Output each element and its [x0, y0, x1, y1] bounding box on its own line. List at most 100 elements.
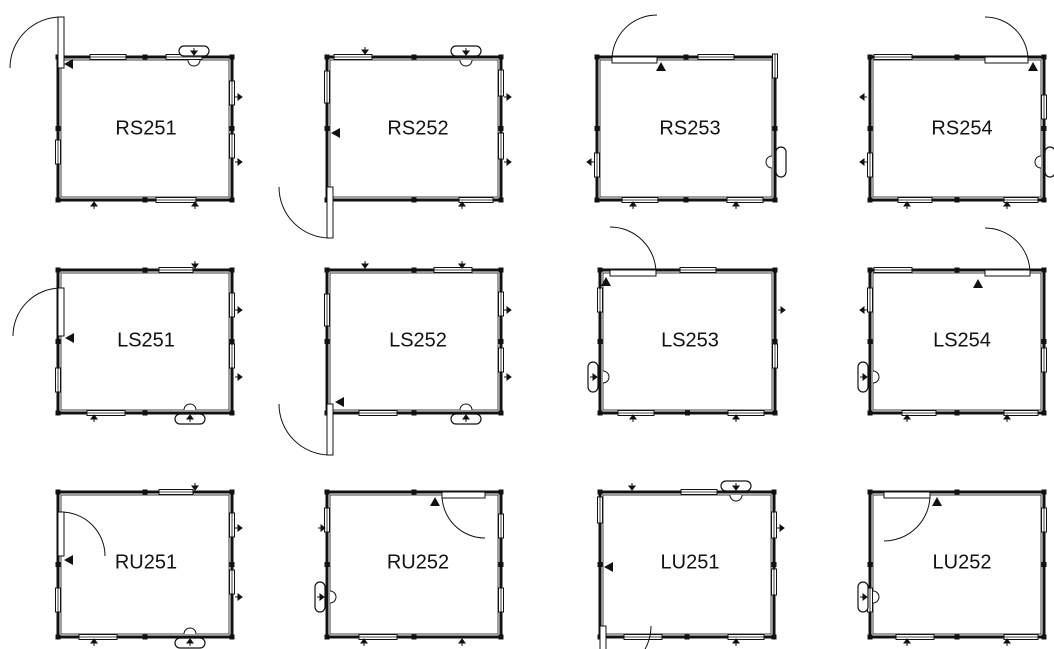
semicircle-fixture: [872, 590, 880, 604]
wall-post: [684, 634, 690, 640]
floor-plan-ls253: [587, 226, 786, 422]
arrow-icon: [186, 638, 194, 646]
wall-post: [771, 562, 777, 567]
arrow-icon: [629, 201, 637, 209]
outer-wall: [325, 55, 503, 202]
wall-post: [867, 267, 873, 273]
outer-wall: [598, 268, 777, 415]
semicircle-fixture: [329, 590, 337, 604]
wall-post: [324, 489, 330, 495]
wall-post: [867, 197, 873, 203]
floor-plan-ls252: [278, 261, 512, 456]
outer-wall: [868, 55, 1046, 202]
wall-post: [142, 267, 148, 273]
arrow-icon: [235, 593, 243, 601]
door-leaf: [441, 491, 486, 499]
wall-post: [1041, 634, 1047, 640]
floor-plan-ru252: [314, 489, 504, 646]
arrow-icon: [860, 373, 868, 381]
wall-post: [324, 267, 330, 273]
arrow-icon: [235, 158, 243, 166]
arrow-icon: [462, 48, 470, 56]
door-marker-triangle: [1028, 62, 1038, 71]
wall-post: [411, 634, 417, 640]
door-marker-triangle: [656, 62, 666, 71]
door-swing-arc: [60, 511, 106, 557]
wall-post: [142, 410, 148, 416]
wall-post: [229, 54, 235, 60]
door-swing-arc: [611, 14, 658, 61]
door-swing-arc: [278, 186, 331, 239]
door-swing-arc: [644, 625, 652, 649]
outer-wall: [325, 268, 503, 415]
door-swing-arc: [984, 227, 1031, 274]
wall-post: [954, 410, 960, 416]
door-leaf: [883, 491, 931, 499]
arrow-icon: [903, 201, 911, 209]
wall-post: [867, 634, 873, 640]
outer-wall: [868, 268, 1046, 415]
door-leaf: [326, 186, 334, 239]
inner-wall: [599, 59, 773, 198]
door-marker-triangle: [331, 128, 340, 138]
door-marker-triangle: [65, 333, 74, 343]
arrow-icon: [860, 593, 868, 601]
wall-post: [142, 197, 148, 203]
door-leaf: [609, 269, 657, 277]
wall-post: [683, 54, 689, 60]
arrow-icon: [504, 93, 512, 101]
wall-post: [954, 197, 960, 203]
outer-wall: [598, 490, 776, 639]
wall-post: [772, 267, 778, 273]
floor-plan-ls251: [12, 261, 243, 425]
floor-plan-rs254: [859, 16, 1054, 209]
arrow-icon: [504, 373, 512, 381]
wall-post: [498, 54, 504, 60]
wall-post: [772, 197, 778, 203]
arrow-icon: [590, 373, 598, 381]
arrow-icon: [628, 483, 636, 491]
arrow-icon: [458, 261, 466, 269]
wall-post: [683, 197, 689, 203]
wall-post: [597, 489, 603, 495]
inner-wall: [872, 494, 1042, 635]
wall-post: [411, 267, 417, 273]
arrow-icon: [90, 414, 98, 422]
inner-wall: [60, 494, 230, 635]
floor-plan-rs251: [9, 16, 243, 209]
arrow-icon: [732, 414, 740, 422]
wall-post: [867, 339, 873, 344]
wall-post: [411, 197, 417, 203]
inner-wall: [60, 59, 230, 198]
floor-plan-ls254: [857, 227, 1047, 422]
wall-post: [55, 197, 61, 203]
arrow-icon: [458, 638, 466, 646]
door-marker-triangle: [601, 277, 611, 286]
arrow-icon: [777, 524, 785, 532]
inner-wall: [602, 494, 772, 635]
wall-post: [142, 634, 148, 640]
wall-post: [229, 126, 235, 131]
door-leaf: [611, 56, 658, 64]
arrow-icon: [732, 483, 740, 491]
floor-plan-lu251: [597, 480, 785, 649]
wall-post: [55, 339, 61, 344]
floor-plan-ru251: [55, 483, 243, 649]
semicircle-fixture: [872, 370, 880, 384]
arrow-icon: [235, 93, 243, 101]
inner-wall: [602, 272, 773, 411]
wall-post: [498, 562, 504, 567]
inner-wall: [329, 59, 499, 198]
door-leaf: [599, 625, 607, 649]
wall-post: [229, 410, 235, 416]
wall-post: [594, 54, 600, 60]
wall-post: [55, 126, 61, 131]
wall-post: [1041, 410, 1047, 416]
outer-wall: [56, 490, 234, 639]
wall-post: [1041, 54, 1047, 60]
wall-post: [685, 410, 690, 416]
door-swing-arc: [441, 494, 486, 539]
arrow-icon: [903, 414, 911, 422]
wall-post: [324, 339, 330, 344]
